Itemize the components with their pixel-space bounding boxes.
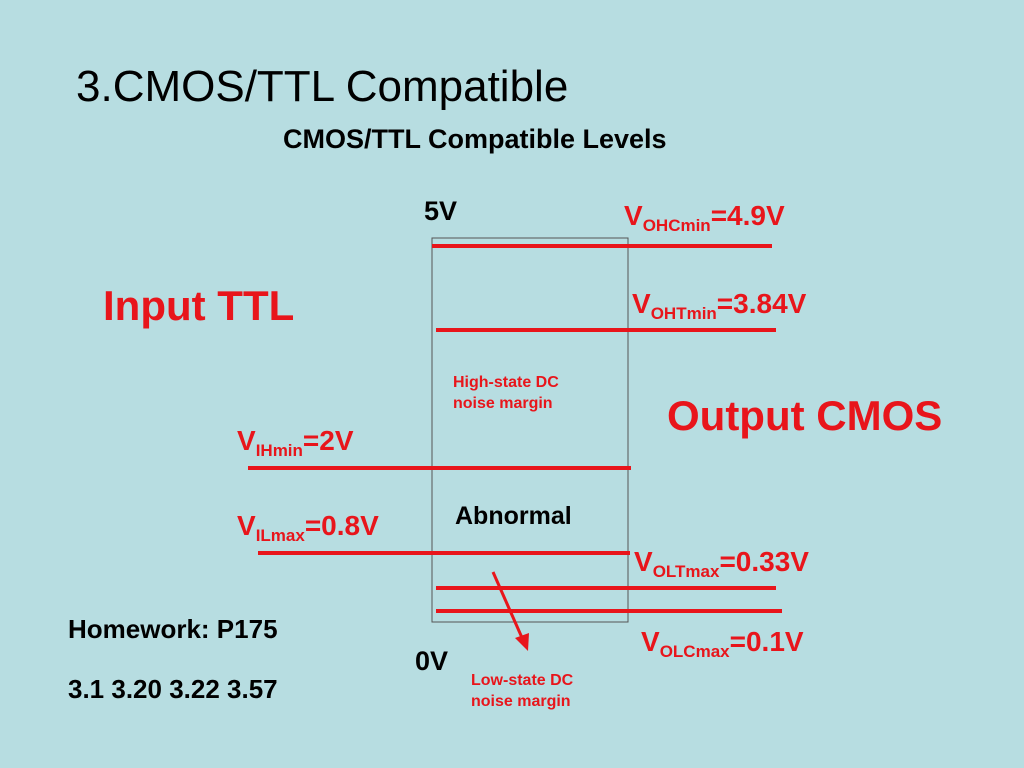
vil-label: VILmax=0.8V: [237, 510, 379, 545]
slide-subtitle: CMOS/TTL Compatible Levels: [283, 124, 667, 154]
vohc-label: VOHCmin=4.9V: [624, 200, 785, 235]
abnormal-label: Abnormal: [455, 502, 572, 530]
low-margin-arrow: [491, 571, 529, 651]
slide-title: 3.CMOS/TTL Compatible: [76, 62, 569, 111]
volt-label: VOLTmax=0.33V: [634, 546, 809, 581]
low-margin-note: Low-state DC noise margin: [471, 672, 574, 710]
volc-label: VOLCmax=0.1V: [641, 626, 804, 661]
homework-line-1: Homework: P175: [68, 614, 278, 644]
voht-label: VOHTmin=3.84V: [632, 288, 807, 323]
top-voltage-label: 5V: [424, 196, 458, 226]
bottom-voltage-label: 0V: [415, 646, 449, 676]
vih-label: VIHmin=2V: [237, 425, 354, 460]
level-box: [431, 237, 629, 623]
homework-line-2: 3.1 3.20 3.22 3.57: [68, 674, 278, 704]
output-cmos-label: Output CMOS: [667, 392, 943, 439]
high-margin-note: High-state DC noise margin: [453, 374, 559, 412]
input-ttl-label: Input TTL: [103, 282, 295, 329]
